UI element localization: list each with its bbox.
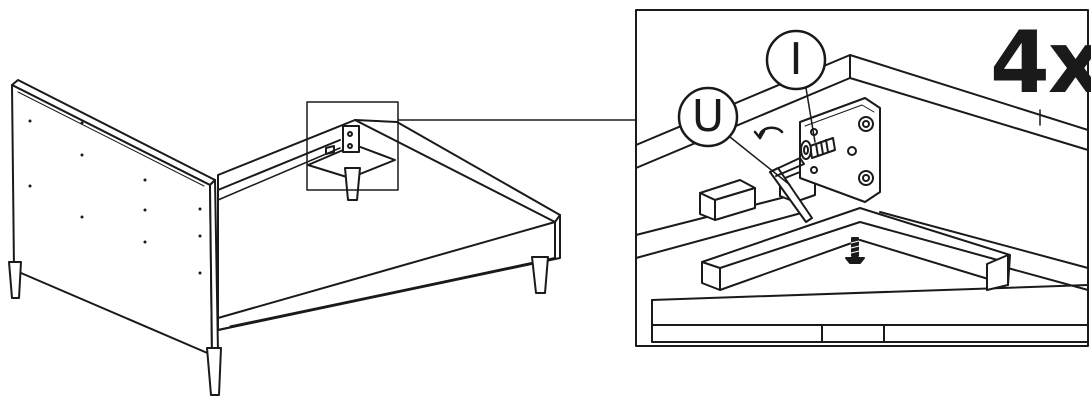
headboard xyxy=(11,79,219,356)
part-label-u: U xyxy=(691,91,725,142)
bed-frame xyxy=(217,119,561,331)
headboard-tufting xyxy=(28,119,202,275)
quantity-label: 4x xyxy=(990,13,1091,113)
metal-bracket xyxy=(799,97,881,203)
callout-circle-u xyxy=(677,86,739,148)
callout-circle-i xyxy=(765,29,827,91)
screw xyxy=(845,237,865,264)
footboard-leg xyxy=(531,256,549,294)
allen-key-u xyxy=(753,126,813,223)
part-label-i: I xyxy=(789,34,803,85)
bolt-i xyxy=(800,137,836,160)
headboard-leg-left xyxy=(8,261,22,299)
callout-leader-i xyxy=(805,87,816,143)
detail-box xyxy=(306,101,399,191)
callout-leader-u xyxy=(729,136,791,186)
wood-block-left xyxy=(699,179,756,221)
headboard-leg-right xyxy=(206,347,222,396)
bed-overview xyxy=(8,79,561,396)
zoom-panel xyxy=(635,9,1089,347)
corner-brace xyxy=(701,207,1011,291)
